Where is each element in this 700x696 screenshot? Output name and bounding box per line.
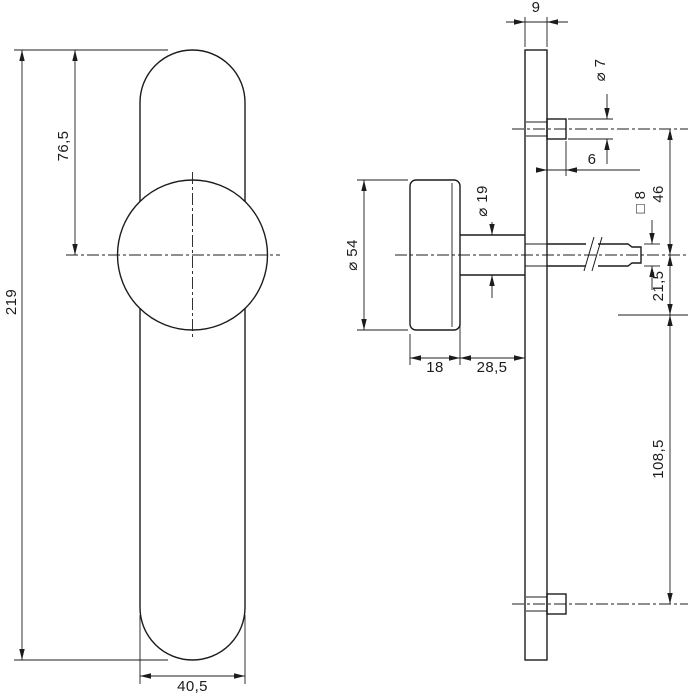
dim-label-spindle-square: □ 8 xyxy=(632,191,649,214)
dim-top-to-knob-center: 76,5 xyxy=(55,50,78,255)
dim-label-screw-post-protrusion: 6 xyxy=(588,151,597,168)
screw-hole-bottom-lines xyxy=(526,596,547,612)
dim-label-plate-thickness: 9 xyxy=(532,0,541,16)
spindle-break-line-1 xyxy=(583,236,595,272)
front-view: 219 76,5 40,5 xyxy=(3,49,280,695)
side-view: 9 ⌀ 54 ⌀ 19 18 28,5 xyxy=(344,0,688,661)
dim-post-to-spindle: 46 xyxy=(650,129,673,255)
dim-spindle-square: □ 8 xyxy=(632,191,660,290)
dim-spindle-to-ref: 21,5 xyxy=(618,255,688,316)
spindle-break-line-2 xyxy=(591,236,603,272)
dim-label-plate-width: 40,5 xyxy=(177,678,208,695)
dim-knob-depth-chain: 18 28,5 xyxy=(409,279,525,376)
dim-label-overall-length: 219 xyxy=(3,289,20,315)
dim-label-projection: 28,5 xyxy=(477,359,508,376)
dim-screw-post-protrusion: 6 xyxy=(536,141,640,176)
dim-label-knob-depth: 18 xyxy=(426,359,444,376)
dim-neck-diameter: ⌀ 19 xyxy=(474,185,495,298)
dim-plate-thickness: 9 xyxy=(506,0,568,47)
dim-knob-diameter: ⌀ 54 xyxy=(344,179,408,331)
backplate-front-outline xyxy=(139,49,246,661)
backplate-side-outline xyxy=(524,49,548,661)
dim-label-neck-diameter: ⌀ 19 xyxy=(474,185,491,216)
dim-label-post-to-spindle: 46 xyxy=(650,185,667,203)
dim-ref-to-bottom-post: 108,5 xyxy=(650,315,673,604)
dim-label-spindle-to-ref: 21,5 xyxy=(650,271,667,302)
dim-label-top-to-knob-center: 76,5 xyxy=(55,131,72,162)
dim-label-knob-diameter: ⌀ 54 xyxy=(344,239,361,270)
dim-screw-post-diameter: ⌀ 7 xyxy=(568,59,613,164)
screw-hole-top-lines xyxy=(526,121,547,137)
dim-label-ref-to-bottom-post: 108,5 xyxy=(650,439,667,479)
dim-plate-width: 40,5 xyxy=(140,673,245,695)
dim-overall-length: 219 xyxy=(3,50,25,660)
dim-label-screw-post-diameter: ⌀ 7 xyxy=(592,59,609,82)
